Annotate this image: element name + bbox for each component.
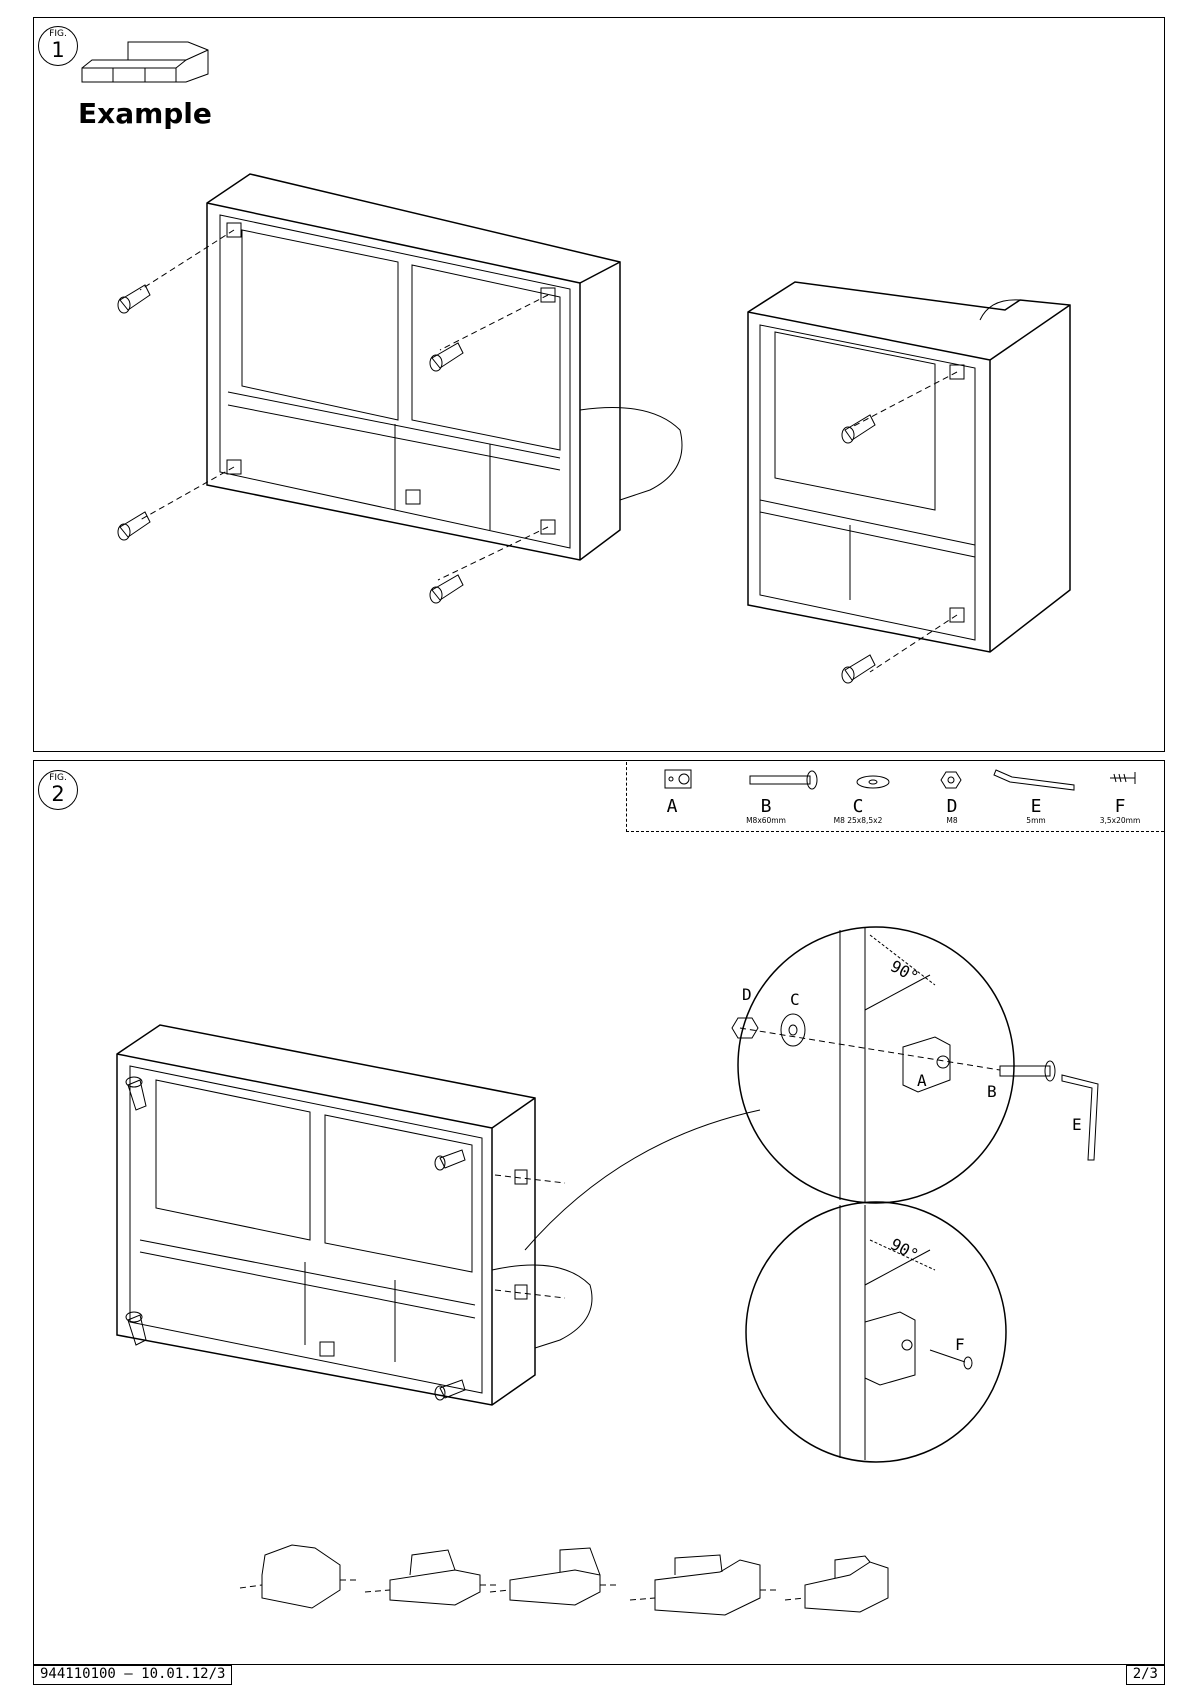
bracket-a-icon	[665, 770, 691, 788]
callout-label-c: C	[790, 990, 800, 1009]
callout-label-e: E	[1072, 1115, 1082, 1134]
module-thumbnail-chaise-icon	[630, 1555, 780, 1615]
furniture-leg-icon	[118, 512, 150, 540]
callout-label-b: B	[987, 1082, 997, 1101]
bolt-b-icon	[750, 771, 817, 789]
nut-d-icon	[941, 772, 961, 788]
module-thumbnail-chaise-end-icon	[785, 1556, 888, 1612]
module-thumbnail-armless-icon	[365, 1550, 500, 1605]
furniture-leg-icon	[126, 1077, 146, 1110]
furniture-leg-icon	[430, 575, 463, 603]
furniture-leg-icon	[118, 285, 150, 313]
sofa-module-fig2-drawing	[117, 1025, 760, 1405]
furniture-leg-icon	[435, 1150, 465, 1170]
callout-label-d: D	[742, 985, 752, 1004]
sofa-module-corner-drawing	[748, 282, 1070, 683]
callout-label-f: F	[955, 1335, 965, 1354]
washer-c-icon	[857, 776, 889, 788]
callout-label-a: A	[917, 1071, 927, 1090]
furniture-leg-icon	[842, 415, 875, 443]
sofa-thumbnail-icon	[82, 42, 208, 82]
hex-key-e-icon	[994, 770, 1074, 790]
module-thumbnail-armless-icon	[490, 1548, 620, 1605]
document-code: 944110100 – 10.01.12/3	[33, 1665, 232, 1685]
page-number: 2/3	[1126, 1665, 1165, 1685]
screw-f-icon	[1110, 772, 1135, 784]
detail-view-screw-assembly	[746, 1202, 1006, 1462]
furniture-leg-icon	[842, 655, 875, 683]
module-thumbnail-corner-icon	[240, 1545, 360, 1608]
sofa-module-large-drawing	[118, 174, 682, 603]
